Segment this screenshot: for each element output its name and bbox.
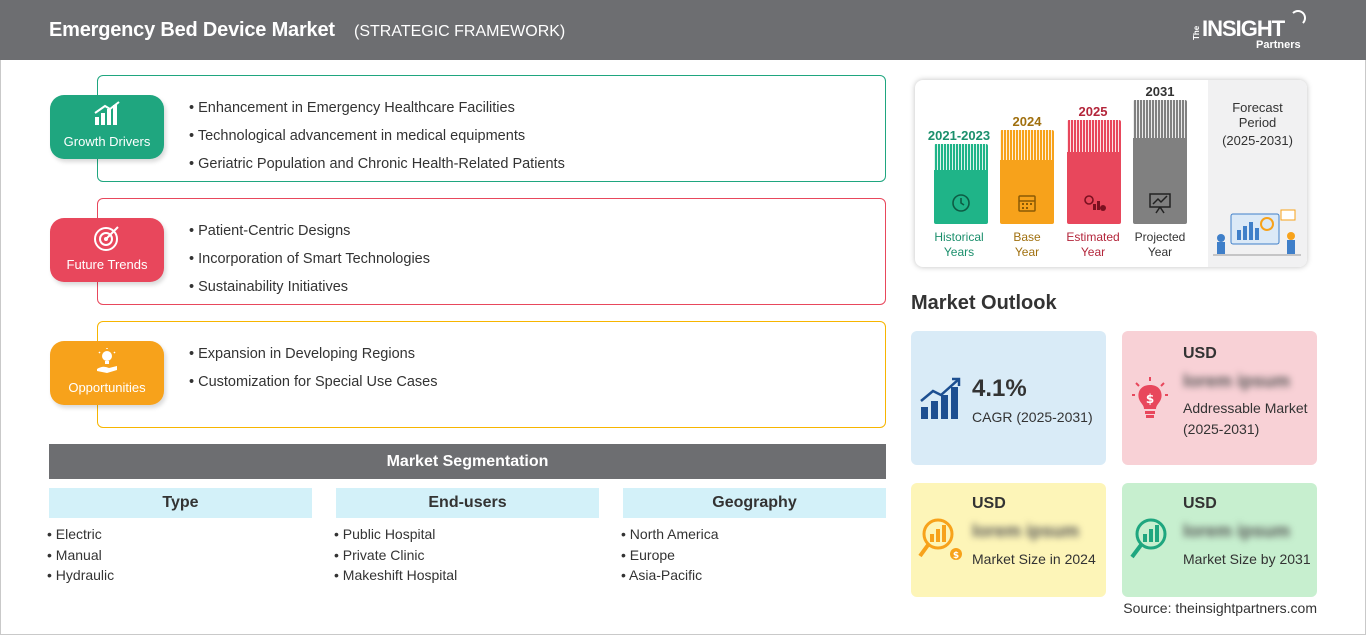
size-2031-label: Market Size by 2031 [1183,551,1311,567]
segment-type-header: Type [49,488,312,518]
history-clock-icon [952,194,970,212]
size-2024-currency: USD [972,495,1006,512]
market-size-2031-card: USD lorem ipsum Market Size by 2031 [1122,483,1317,597]
svg-text:$: $ [953,551,959,561]
size-2024-value: lorem ipsum [972,521,1080,541]
market-segmentation-header: Market Segmentation [49,444,886,479]
size-2031-value: lorem ipsum [1183,521,1291,541]
list-item: • Expansion in Developing Regions [189,346,415,362]
list-item: • Electric [47,526,102,542]
segment-end-users-header: End-users [336,488,599,518]
bar-year-projected: 2031 [1145,84,1175,99]
future-trends-badge: Future Trends [50,218,164,282]
forecast-label: Forecast [1232,100,1283,115]
segment-geography-header: Geography [623,488,886,518]
list-item: • Incorporation of Smart Technologies [189,251,430,267]
list-item: • North America [621,526,719,542]
list-item: • Technological advancement in medical e… [189,128,526,144]
growth-drivers-list: • Enhancement in Emergency Healthcare Fa… [189,94,565,178]
insight-partners-logo[interactable]: The INSIGHT Partners [1190,10,1310,54]
list-item: • Enhancement in Emergency Healthcare Fa… [189,100,515,116]
list-item: • Europe [621,546,675,563]
addressable-label: Addressable Market (2025-2031) [1183,400,1308,437]
addressable-currency: USD [1183,345,1217,362]
size-2031-currency: USD [1183,495,1217,512]
list-item: • Makeshift Hospital [334,567,458,583]
calendar-icon [1018,195,1036,212]
forecast-period-label: Period [1238,115,1277,130]
bar-base [1000,130,1054,224]
growth-drivers-box: • Enhancement in Emergency Healthcare Fa… [97,75,886,182]
logo-arc-icon [1290,10,1306,26]
bar-projected [1133,100,1187,224]
future-trends-box: • Patient-Centric Designs • Incorporatio… [97,198,886,305]
analytics-people-icon [1213,209,1301,256]
header-bar: Emergency Bed Device Market (STRATEGIC F… [0,0,1366,60]
addressable-value: lorem ipsum [1183,371,1291,391]
list-item: • Geriatric Population and Chronic Healt… [189,156,565,172]
target-icon [94,226,119,251]
opportunities-list: • Expansion in Developing Regions • Cust… [189,340,437,396]
page-subtitle: (STRATEGIC FRAMEWORK) [354,23,566,40]
growth-bar-chart-icon [920,377,961,419]
page-title: Emergency Bed Device Market [49,19,335,41]
bar-year-historical: 2021-2023 [927,128,991,143]
cagr-label: CAGR (2025-2031) [972,409,1093,425]
list-item: • Private Clinic [334,546,425,563]
list-item: • Patient-Centric Designs [189,223,351,239]
forecast-period-panel: Forecast Period (2025-2031) [1208,80,1307,267]
list-item: • Asia-Pacific [621,567,703,583]
segment-end-users-list: • Public Hospital • Private Clinic • Mak… [334,524,457,586]
list-item: • Customization for Special Use Cases [189,374,438,390]
bar-year-estimated: 2025 [1078,104,1108,119]
future-trends-list: • Patient-Centric Designs • Incorporatio… [189,217,430,301]
segment-type-list: • Electric • Manual • Hydraulic [47,524,114,586]
list-item: • Sustainability Initiatives [189,279,349,295]
opportunities-badge: Opportunities [50,341,164,405]
bar-year-base: 2024 [1012,114,1042,129]
market-size-2024-card: $ USD lorem ipsum Market Size in 2024 [911,483,1106,597]
magnifier-growth-icon [1130,518,1167,559]
list-item: • Manual [47,546,102,563]
list-item: • Hydraulic [47,567,115,583]
lightbulb-hand-icon [97,348,117,373]
presentation-board-icon [1149,193,1171,214]
addressable-market-card: $ USD lorem ipsum Addressable Market (20… [1122,331,1317,465]
magnifier-chart-icon: $ [918,518,962,561]
cagr-value: 4.1% [972,375,1027,402]
size-2024-label: Market Size in 2024 [972,551,1096,567]
segment-geography-list: • North America • Europe • Asia-Pacific [621,524,719,586]
svg-text:$: $ [1146,392,1154,406]
market-outlook-title: Market Outlook [911,292,1057,314]
growth-drivers-badge: Growth Drivers [50,95,164,159]
gear-chart-icon [1084,195,1106,211]
bar-historical [934,144,988,224]
opportunities-box: • Expansion in Developing Regions • Cust… [97,321,886,428]
cagr-card: 4.1% CAGR (2025-2031) [911,331,1106,465]
forecast-range: (2025-2031) [1222,133,1293,148]
source-credit[interactable]: Source: theinsightpartners.com [1123,600,1317,616]
list-item: • Public Hospital [334,526,436,542]
bar-estimated [1067,120,1121,224]
growth-chart-icon [94,101,120,125]
dollar-lightbulb-icon: $ [1132,377,1168,418]
